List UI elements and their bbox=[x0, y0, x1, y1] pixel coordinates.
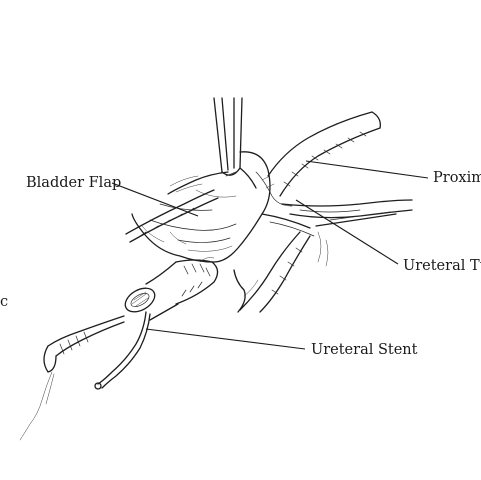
leader-proximal bbox=[305, 160, 429, 179]
leader-lines bbox=[111, 160, 429, 350]
label-left-edge-fragment: c bbox=[0, 294, 8, 310]
label-ureteral-tunnel: Ureteral Tu bbox=[403, 258, 481, 274]
ureteral-stent bbox=[94, 311, 151, 390]
lower-right-tissue bbox=[233, 231, 329, 313]
left-tissue-strand bbox=[125, 175, 219, 243]
proximal-ureter bbox=[255, 111, 381, 207]
forceps bbox=[19, 315, 125, 441]
label-ureteral-stent: Ureteral Stent bbox=[311, 342, 418, 358]
label-proximal: Proxim bbox=[433, 170, 481, 186]
ureteral-tunnel bbox=[261, 199, 413, 237]
leader-ureteral-tunnel bbox=[295, 199, 399, 265]
leader-ureteral-stent bbox=[145, 328, 306, 350]
bladder-flap bbox=[131, 151, 271, 263]
label-bladder-flap: Bladder Flap bbox=[26, 175, 121, 191]
retractor-blades bbox=[213, 97, 243, 177]
leader-bladder-flap bbox=[111, 182, 199, 217]
distal-ureter bbox=[124, 257, 219, 321]
